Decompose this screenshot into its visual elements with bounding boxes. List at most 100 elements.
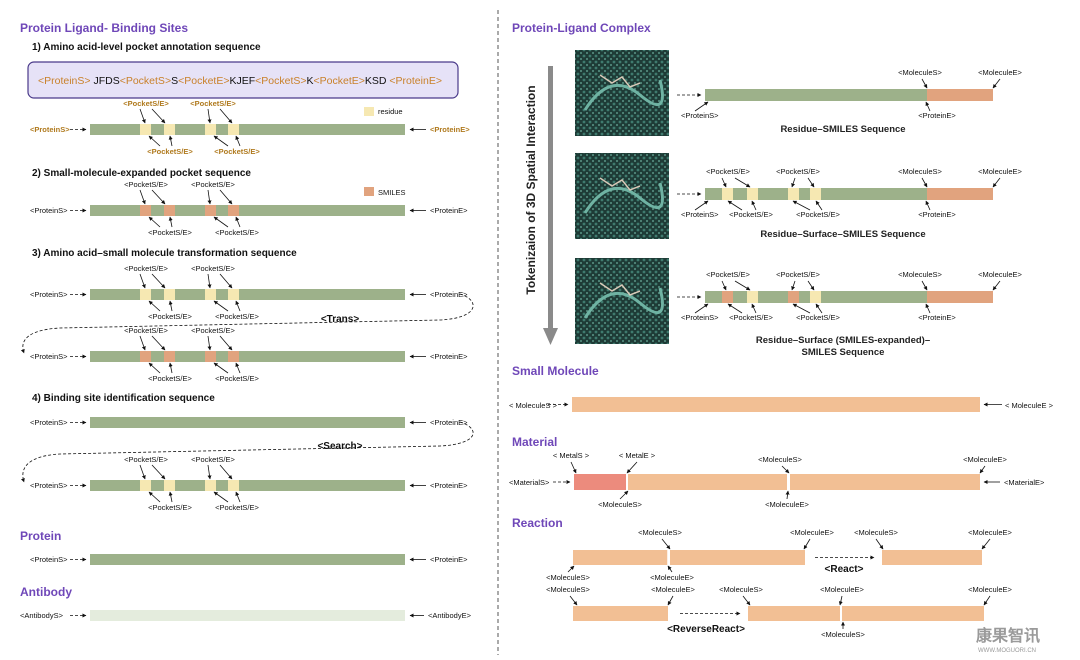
pocket-arrow — [751, 200, 757, 211]
pocket-arrow — [168, 362, 173, 374]
pocket-arrow — [148, 362, 161, 374]
trans-label: <Trans> — [321, 314, 360, 325]
material-molecule-segment — [628, 474, 787, 490]
pocket-arrow — [213, 362, 229, 374]
protein-start-pointer — [694, 101, 709, 112]
protein-start-label: <ProteinS> — [30, 352, 68, 361]
pocket-arrow — [734, 280, 751, 291]
tokenization-arrow-head — [543, 328, 558, 345]
pocket-arrow — [148, 491, 161, 503]
molecule-end-pointer — [803, 538, 811, 550]
smiles-segment — [927, 89, 993, 101]
small-molecule-end-label: < MoleculeE > — [1005, 401, 1054, 410]
molecule-start-pointer — [921, 280, 928, 291]
pocket-arrow — [207, 273, 212, 289]
metal-start-pointer — [570, 461, 577, 474]
small-molecule-bar — [572, 397, 980, 412]
molecule-start-pointer — [569, 595, 578, 606]
pocket-arrow — [148, 300, 161, 312]
react-label: <React> — [825, 564, 864, 575]
pocket-label: <PocketS/E> — [147, 147, 193, 156]
molecule-start-pointer — [567, 565, 575, 573]
sequence-token-residue: KJEF — [229, 75, 255, 87]
molecule-start-pointer — [661, 538, 671, 550]
sequence-token-tag: <ProteinE> — [389, 75, 442, 87]
molecule-end-label: <MoleculeE> — [651, 585, 695, 594]
pocket-label: <PocketS/E> — [729, 210, 773, 219]
protein-bar — [90, 289, 405, 300]
section-title-reaction: Reaction — [512, 516, 563, 530]
molecule-end-pointer — [785, 490, 790, 500]
watermark: 康果智讯 — [976, 626, 1040, 645]
sequence-token-residue: K — [307, 75, 314, 87]
sequence-token-tag: <PocketS> — [120, 75, 171, 87]
pocket-start-block — [205, 351, 216, 362]
pocket-block — [788, 188, 799, 200]
molecule-end-pointer — [838, 595, 843, 606]
molecule-end-pointer — [992, 78, 1001, 89]
pocket-end-block — [164, 351, 175, 362]
protein-end-label: <ProteinE> — [918, 313, 956, 322]
pocket-arrow — [235, 135, 241, 147]
section-title-complex: Protein-Ligand Complex — [512, 21, 651, 35]
residue-legend-swatch — [364, 107, 374, 116]
molecule-end-label: <MoleculeE> — [765, 500, 809, 509]
molecule-start-label: <MoleculeS> — [546, 573, 590, 582]
metal-end-pointer — [626, 461, 638, 474]
pocket-block — [810, 291, 821, 303]
smiles-segment — [927, 291, 993, 303]
reaction-molecule-bar — [748, 606, 840, 621]
molecule-end-label: <MoleculeE> — [820, 585, 864, 594]
pocket-label: <PocketS/E> — [190, 99, 236, 108]
reaction-molecule-bar — [573, 606, 668, 621]
protein-start-label: <ProteinS> — [30, 125, 70, 134]
pocket-label: <PocketS/E> — [215, 374, 259, 383]
reaction-molecule-bar — [670, 550, 805, 565]
molecule-end-pointer — [983, 595, 991, 606]
protein-end-label: <ProteinE> — [430, 290, 468, 299]
protein-end-label: <ProteinE> — [430, 352, 468, 361]
molecule-end-label: <MoleculeE> — [968, 585, 1012, 594]
pocket-arrow — [168, 135, 173, 147]
protein-end-label: <ProteinE> — [430, 125, 470, 134]
smiles-legend-swatch — [364, 187, 374, 196]
molecule-start-label: <MoleculeS> — [546, 585, 590, 594]
protein-start-label: <ProteinS> — [30, 418, 68, 427]
pocket-arrow — [139, 335, 146, 351]
protein-end-label: <ProteinE> — [430, 555, 468, 564]
pocket-arrow — [791, 280, 796, 291]
sequence-token-tag: <PocketS> — [255, 75, 306, 87]
molecule-start-label: <MoleculeS> — [598, 500, 642, 509]
pocket-arrow — [815, 303, 823, 314]
pocket-label: <PocketS/E> — [776, 270, 820, 279]
molecule-start-pointer — [921, 78, 928, 89]
protein-start-pointer — [694, 200, 709, 211]
molecule-end-pointer — [992, 177, 1001, 188]
complex-structure-image-3 — [575, 258, 669, 344]
material-start-label: <MaterialS> — [509, 478, 550, 487]
pocket-label: <PocketS/E> — [191, 180, 235, 189]
pocket-arrow — [734, 177, 751, 188]
tokenization-label: Tokenizaion of 3D Spatial Interaction — [524, 85, 538, 294]
search-connector — [20, 421, 474, 483]
pocket-label: <PocketS/E> — [706, 270, 750, 279]
pocket-arrow — [815, 200, 823, 211]
molecule-start-label: <MoleculeS> — [758, 455, 802, 464]
sequence-token-residue: S — [171, 75, 178, 87]
pocket-arrow — [721, 280, 727, 291]
protein-start-label: <ProteinS> — [30, 206, 68, 215]
sequence-caption-line-2: SMILES Sequence — [802, 347, 885, 358]
molecule-end-pointer — [992, 280, 1001, 291]
pocket-arrow — [727, 303, 743, 314]
section-title-binding-sites: Protein Ligand- Binding Sites — [20, 21, 188, 35]
pocket-label: <PocketS/E> — [706, 167, 750, 176]
section-title-antibody: Antibody — [20, 585, 72, 599]
molecule-end-pointer — [981, 538, 991, 550]
protein-start-pointer — [694, 303, 709, 314]
molecule-start-label: <MoleculeS> — [638, 528, 682, 537]
metal-start-label: < MetalS > — [553, 451, 590, 460]
molecule-start-pointer — [921, 177, 928, 188]
pocket-end-block — [164, 289, 175, 300]
complex-structure-image-2 — [575, 153, 669, 239]
